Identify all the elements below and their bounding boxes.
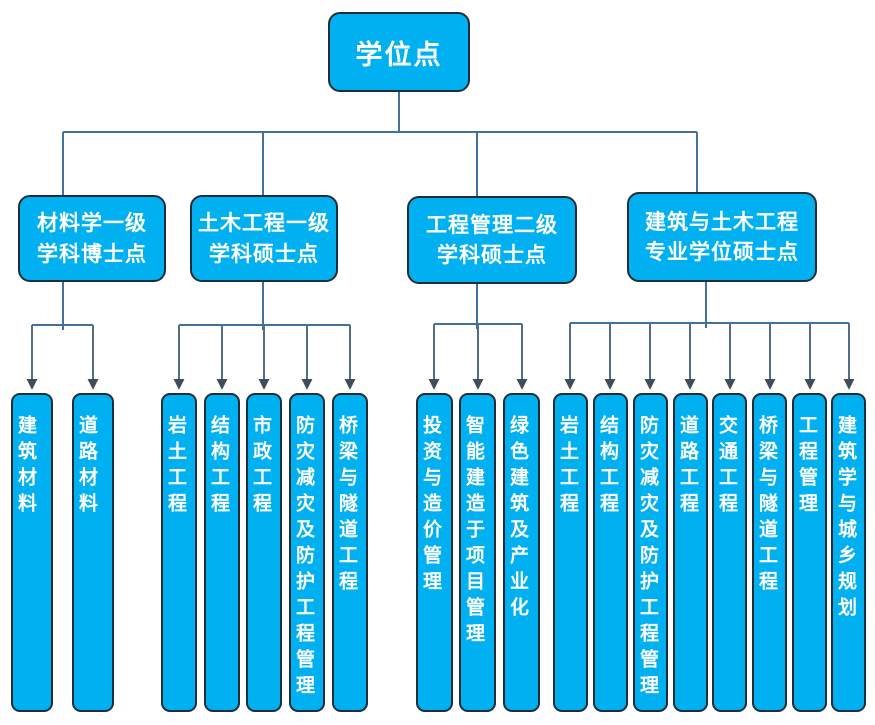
branch-label-line: 土木工程一级 [198,211,330,236]
leaf-node: 投资与造价管理 [416,393,453,712]
branch-node-engineering-management-masters: 工程管理二级 学科硕士点 [407,196,577,284]
branch-label-line: 学科硕士点 [209,241,319,266]
root-node-label: 学位点 [355,39,443,71]
leaf-node: 市政工程 [246,393,282,712]
arrow-lines [26,323,855,390]
leaf-node: 结构工程 [204,393,240,712]
branch-label-line: 学科博士点 [37,241,147,266]
leaf-node: 绿色建筑及产业化 [503,393,540,712]
leaf-node: 交通工程 [712,393,747,712]
leaf-node: 防灾减灾及防护工程管理 [633,393,668,712]
branch-label-line: 学科硕士点 [437,243,547,267]
leaf-node: 道路材料 [72,393,114,712]
branch-label-line: 建筑与土木工程 [645,209,799,234]
leaf-node: 建筑材料 [11,393,53,712]
root-node-degree-points: 学位点 [328,12,470,92]
branch-label-line: 材料学一级 [37,211,147,236]
leaf-node: 防灾减灾及防护工程管理 [289,393,325,712]
branch-node-civil-engineering-masters: 土木工程一级 学科硕士点 [190,195,338,282]
branch-label-line: 工程管理二级 [426,212,558,237]
branch-node-professional-degree-masters: 建筑与土木工程 专业学位硕士点 [627,192,817,282]
branch-node-materials-doctoral: 材料学一级 学科博士点 [18,195,166,282]
leaf-node: 建筑学与城乡规划 [831,393,866,712]
leaf-node: 道路工程 [673,393,708,712]
leaf-node: 岩土工程 [161,393,197,712]
leaf-node: 工程管理 [792,393,827,712]
leaf-node: 智能建造于项目管理 [459,393,496,712]
leaf-node: 桥梁与隧道工程 [332,393,368,712]
leaf-node: 岩土工程 [553,393,588,712]
branch-label-line: 专业学位硕士点 [645,240,799,264]
leaf-node: 桥梁与隧道工程 [752,393,787,712]
leaf-node: 结构工程 [593,393,628,712]
